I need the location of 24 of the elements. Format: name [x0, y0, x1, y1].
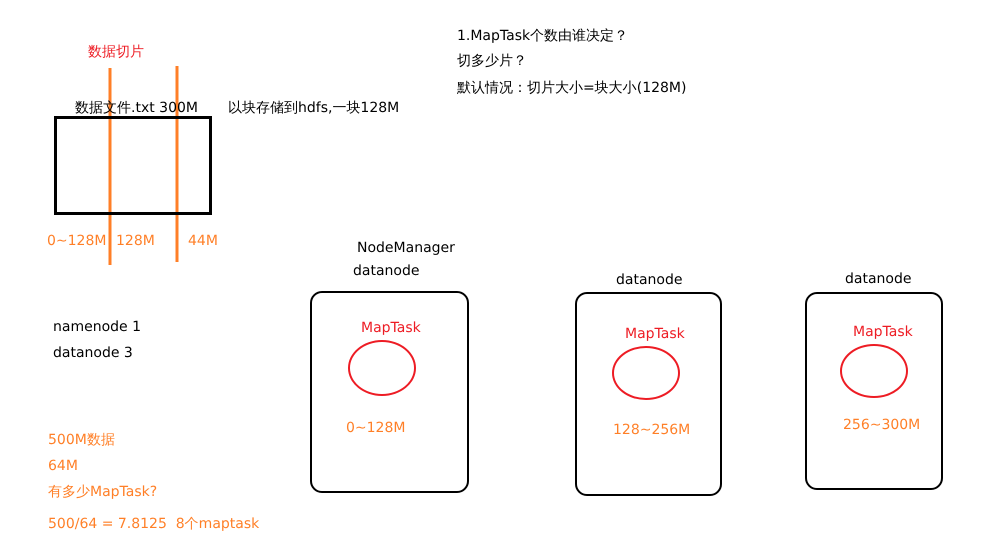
- label-text: 切多少片？: [457, 53, 527, 70]
- label-text: 1.MapTask个数由谁决定？: [457, 28, 628, 45]
- node-text: datanode: [353, 263, 420, 280]
- label-text: 数据切片: [88, 44, 144, 61]
- label-text: 500/64 = 7.8125 8个maptask: [48, 516, 260, 533]
- label-text: namenode 1: [53, 319, 141, 336]
- label-text: 默认情况：切片大小=块大小(128M): [457, 80, 686, 97]
- node-text: datanode: [616, 272, 682, 289]
- node-text: 256~300M: [843, 417, 920, 434]
- node-text: MapTask: [853, 324, 913, 341]
- label-text: 44M: [188, 233, 218, 250]
- node-text: datanode: [845, 271, 912, 288]
- node-text: 0~128M: [346, 420, 406, 437]
- label-text: 有多少MapTask?: [48, 484, 158, 501]
- node-text: MapTask: [361, 320, 421, 337]
- label-text: 0~128M: [47, 233, 106, 250]
- label-text: 128M: [116, 233, 155, 250]
- node-text: NodeManager: [357, 240, 455, 257]
- label-text: datanode 3: [53, 345, 133, 362]
- label-text: 64M: [48, 458, 78, 475]
- note-text: 以块存储到hdfs,一块128M: [228, 100, 400, 117]
- label-text: 500M数据: [48, 432, 115, 449]
- node-text: MapTask: [625, 326, 685, 343]
- node-text: 128~256M: [613, 422, 690, 439]
